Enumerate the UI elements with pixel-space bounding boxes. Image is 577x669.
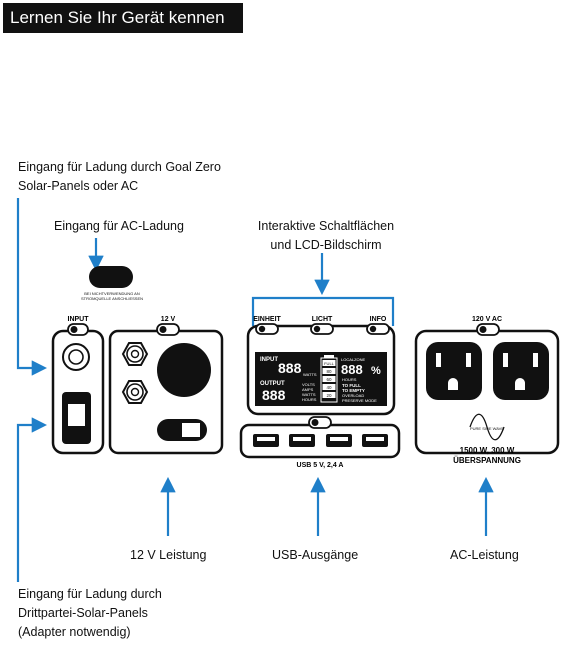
input-panel-label: INPUT [68, 316, 90, 323]
lcd-level-40: 40 [326, 385, 332, 390]
info-label: INFO [370, 316, 387, 323]
lcd-hours-label: HOURS [342, 377, 357, 382]
input-panel: INPUT [51, 316, 105, 455]
lcd-level-60: 60 [326, 377, 332, 382]
pure-sine-wave-label: PURE SINE WAVE [470, 426, 504, 431]
licht-label: LICHT [312, 316, 333, 323]
lcd-digits-in: 888 [278, 360, 302, 376]
lcd-percent-digits: 888 [341, 362, 363, 377]
callout-ac-output: AC-Leistung [450, 548, 519, 562]
lcd-to-empty: TO EMPTY [342, 388, 365, 393]
sine-wave-icon [469, 413, 505, 441]
car-port[interactable] [157, 343, 211, 397]
lcd-preserve-mode: PRESERVE MODE [342, 398, 377, 403]
lcd-output: OUTPUT [260, 381, 285, 387]
ac-charging-port[interactable] [89, 266, 133, 288]
lcd-amps: AMPS [302, 387, 314, 392]
ac-panel-label: 120 V AC [472, 316, 502, 323]
lcd-hours: HOURS [302, 397, 317, 402]
lcd-digits-out: 888 [262, 387, 286, 403]
usb-label: USB 5 V, 2,4 A [297, 462, 344, 469]
einheit-label: EINHEIT [253, 316, 281, 323]
lcd-percent-sign: % [371, 365, 381, 377]
ac-spec-line1: 1500 W, 300 W [460, 446, 515, 455]
usb-panel: USB 5 V, 2,4 A [239, 416, 401, 469]
lcd-input: INPUT [260, 357, 278, 363]
lcd-battery-gauge: FULL 80 60 40 20 [320, 355, 338, 403]
control-panel: EINHEIT LICHT INFO INPUT 888 WATTS OUTPU… [246, 316, 396, 416]
lcd-overload: OVERLOAD [342, 393, 364, 398]
lcd-to-full: TO FULL [342, 383, 361, 388]
ac-port-note-2: STROMQUELLE ANSCHLIESSEN [81, 296, 143, 301]
page-title: Lernen Sie Ihr Gerät kennen [3, 3, 243, 33]
lcd-level-20: 20 [326, 393, 332, 398]
lcd-full: FULL [324, 361, 335, 366]
leader-third-party [16, 417, 48, 582]
ac-spec-line2: ÜBERSPANNUNG [453, 456, 521, 465]
lcd-watts2: WATTS [302, 392, 316, 397]
callout-interactive-buttons: Interaktive Schaltflächen und LCD-Bildsc… [257, 219, 395, 252]
leader-goal-zero [16, 198, 48, 376]
callout-third-party-input: Eingang für Ladung durch Drittpartei-Sol… [18, 587, 162, 639]
leader-buttons [251, 296, 395, 326]
ac-outlet-2[interactable] [493, 342, 549, 400]
ac-port-note-1: BEI NICHTVERWENDUNG AN [84, 291, 140, 296]
lcd-volts: VOLTS [302, 382, 315, 387]
ac-outlet-1[interactable] [426, 342, 482, 400]
ac-output-panel: 120 V AC PURE SINE WAVE 1500 W, 300 W ÜB… [414, 316, 560, 465]
lcd-watts: WATTS [303, 372, 317, 377]
lcd-localzone: LOCALZONE [341, 357, 366, 362]
callout-usb-outputs: USB-Ausgänge [272, 548, 359, 562]
lcd-level-80: 80 [326, 369, 332, 374]
twelve-v-panel: 12 V [108, 316, 224, 455]
callout-ac-charging-input: Eingang für AC-Ladung [54, 219, 184, 233]
callout-12v-output: 12 V Leistung [130, 548, 207, 562]
twelve-v-panel-label: 12 V [161, 316, 176, 323]
callout-goal-zero-input: Eingang für Ladung durch Goal Zero Solar… [18, 160, 221, 193]
